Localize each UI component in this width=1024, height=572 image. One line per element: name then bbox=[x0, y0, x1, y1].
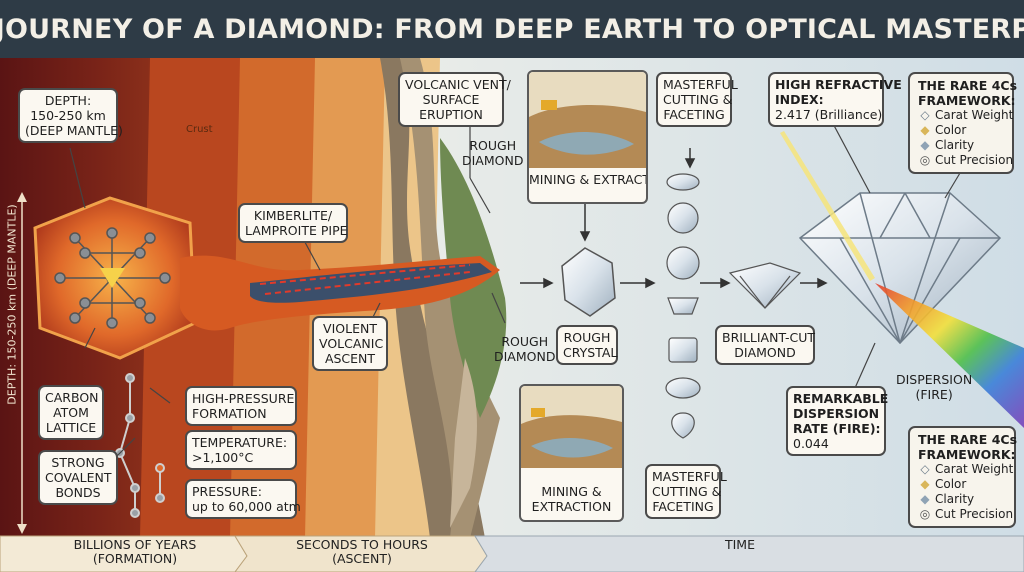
four-cs-item-label: Carat Weight bbox=[935, 462, 1014, 476]
dispersion-label: DISPERSION (FIRE) bbox=[896, 372, 973, 402]
brilliant-cut-graphic bbox=[728, 262, 802, 309]
rough-crystal-graphic bbox=[561, 247, 616, 317]
mine-pit-image bbox=[521, 386, 622, 468]
timeline-formation: BILLIONS OF YEARS (FORMATION) bbox=[73, 537, 197, 566]
four-cs-item-label: Cut Precision bbox=[935, 507, 1014, 521]
cutting-label-bottom: MASTERFUL CUTTING & FACETING bbox=[645, 464, 727, 519]
four-cs-item: ◆ Color bbox=[918, 477, 1006, 492]
four-cs-list-top: ◇ Carat Weight ◆ Color ◆ Clarity ◎ Cut Precisio… bbox=[918, 108, 1014, 168]
temperature-label: TEMPERATURE: >1,100°C bbox=[185, 430, 297, 470]
large-diamond-graphic bbox=[798, 192, 1002, 345]
page-title: THE JOURNEY OF A DIAMOND: FROM DEEP EART… bbox=[0, 0, 1024, 58]
four-cs-framework-top: THE RARE 4Cs FRAMEWORK: ◇Carat Weight◆Co… bbox=[908, 72, 1017, 174]
carbon-lattice-label: CARBON ATOM LATTICE bbox=[38, 385, 104, 440]
timeline-time: TIME bbox=[724, 537, 755, 552]
four-cs-list-bottom: ◇ Carat Weight ◆ Color ◆ Clarity ◎ Cut Precisio… bbox=[918, 462, 1014, 522]
pipe-label: KIMBERLITE/ LAMPROITE PIPE bbox=[238, 203, 348, 243]
four-cs-item-label: Clarity bbox=[935, 492, 975, 506]
brilliant-cut-label: BRILLIANT-CUT DIAMOND bbox=[715, 325, 815, 365]
four-cs-item: ◆ Clarity bbox=[918, 138, 1004, 153]
four-cs-item-label: Cut Precision bbox=[935, 153, 1014, 167]
four-cs-item: ◎ Cut Precision bbox=[918, 507, 1013, 522]
clarity-diamond-icon: ◆ bbox=[920, 492, 930, 506]
dispersion-rate-label: REMARKABLE DISPERSION RATE (FIRE): 0.044 bbox=[786, 386, 888, 456]
four-cs-item-label: Color bbox=[935, 477, 967, 491]
crust-label: Crust bbox=[186, 124, 213, 135]
clarity-diamond-icon: ◆ bbox=[920, 138, 930, 152]
four-cs-item-label: Clarity bbox=[935, 138, 975, 152]
four-cs-item: ◆ Clarity bbox=[918, 492, 1006, 507]
earth-cross-section bbox=[0, 58, 1024, 572]
cutting-label-top: MASTERFUL CUTTING & FACETING bbox=[656, 72, 738, 127]
four-cs-item: ◇ Carat Weight bbox=[918, 108, 1013, 123]
mine-pit-image bbox=[529, 72, 646, 168]
mining-label-top: MINING & EXTRACTION bbox=[529, 172, 646, 187]
rough-crystal-label: ROUGH CRYSTAL bbox=[556, 325, 618, 365]
four-cs-item: ◎ Cut Precision bbox=[918, 153, 1013, 168]
diamond-outline-icon: ◇ bbox=[920, 462, 930, 476]
rough-diamond-label-bottom: ROUGH DIAMOND bbox=[494, 334, 556, 364]
mining-photo-top: MINING & EXTRACTION bbox=[527, 70, 648, 204]
mining-label-bottom-2: EXTRACTION bbox=[531, 499, 612, 514]
rainbow-dispersion bbox=[875, 283, 1024, 428]
pressure-label: PRESSURE: up to 60,000 atm bbox=[185, 479, 301, 519]
mining-photo-bottom: MINING & EXTRACTION bbox=[519, 384, 624, 522]
rough-diamond-label-top: ROUGH DIAMOND bbox=[462, 138, 524, 168]
mining-label-bottom-1: MINING & bbox=[541, 484, 602, 499]
diamond-outline-icon: ◇ bbox=[920, 108, 930, 122]
cut-shapes-stack bbox=[665, 173, 701, 439]
four-cs-item: ◆ Color bbox=[918, 123, 1004, 138]
four-cs-item-label: Carat Weight bbox=[935, 108, 1014, 122]
four-cs-item: ◇ Carat Weight bbox=[918, 462, 1013, 477]
refractive-index-label: HIGH REFRACTIVE INDEX: 2.417 (Brilliance… bbox=[768, 72, 902, 127]
color-diamond-icon: ◆ bbox=[920, 123, 930, 137]
four-cs-framework-bottom: THE RARE 4Cs FRAMEWORK: ◇Carat Weight◆Co… bbox=[908, 426, 1017, 528]
covalent-bonds-label: STRONG COVALENT BONDS bbox=[38, 450, 118, 505]
four-cs-item-label: Color bbox=[935, 123, 967, 137]
volcanic-vent-label: VOLCANIC VENT/ SURFACE ERUPTION bbox=[398, 72, 511, 127]
carbon-lattice-graphic bbox=[54, 227, 171, 329]
color-diamond-icon: ◆ bbox=[920, 477, 930, 491]
depth-label: DEPTH: 150-250 km (DEEP MANTLE) bbox=[18, 88, 123, 143]
violent-ascent-label: VIOLENT VOLCANIC ASCENT bbox=[312, 316, 388, 371]
timeline-ascent: SECONDS TO HOURS (ASCENT) bbox=[296, 537, 428, 566]
cut-precision-icon: ◎ bbox=[919, 153, 931, 167]
high-pressure-label: HIGH-PRESSURE FORMATION bbox=[185, 386, 297, 426]
depth-axis-label: DEPTH: 150-250 km (DEEP MANTLE) bbox=[5, 204, 19, 405]
cut-precision-icon: ◎ bbox=[919, 507, 931, 521]
